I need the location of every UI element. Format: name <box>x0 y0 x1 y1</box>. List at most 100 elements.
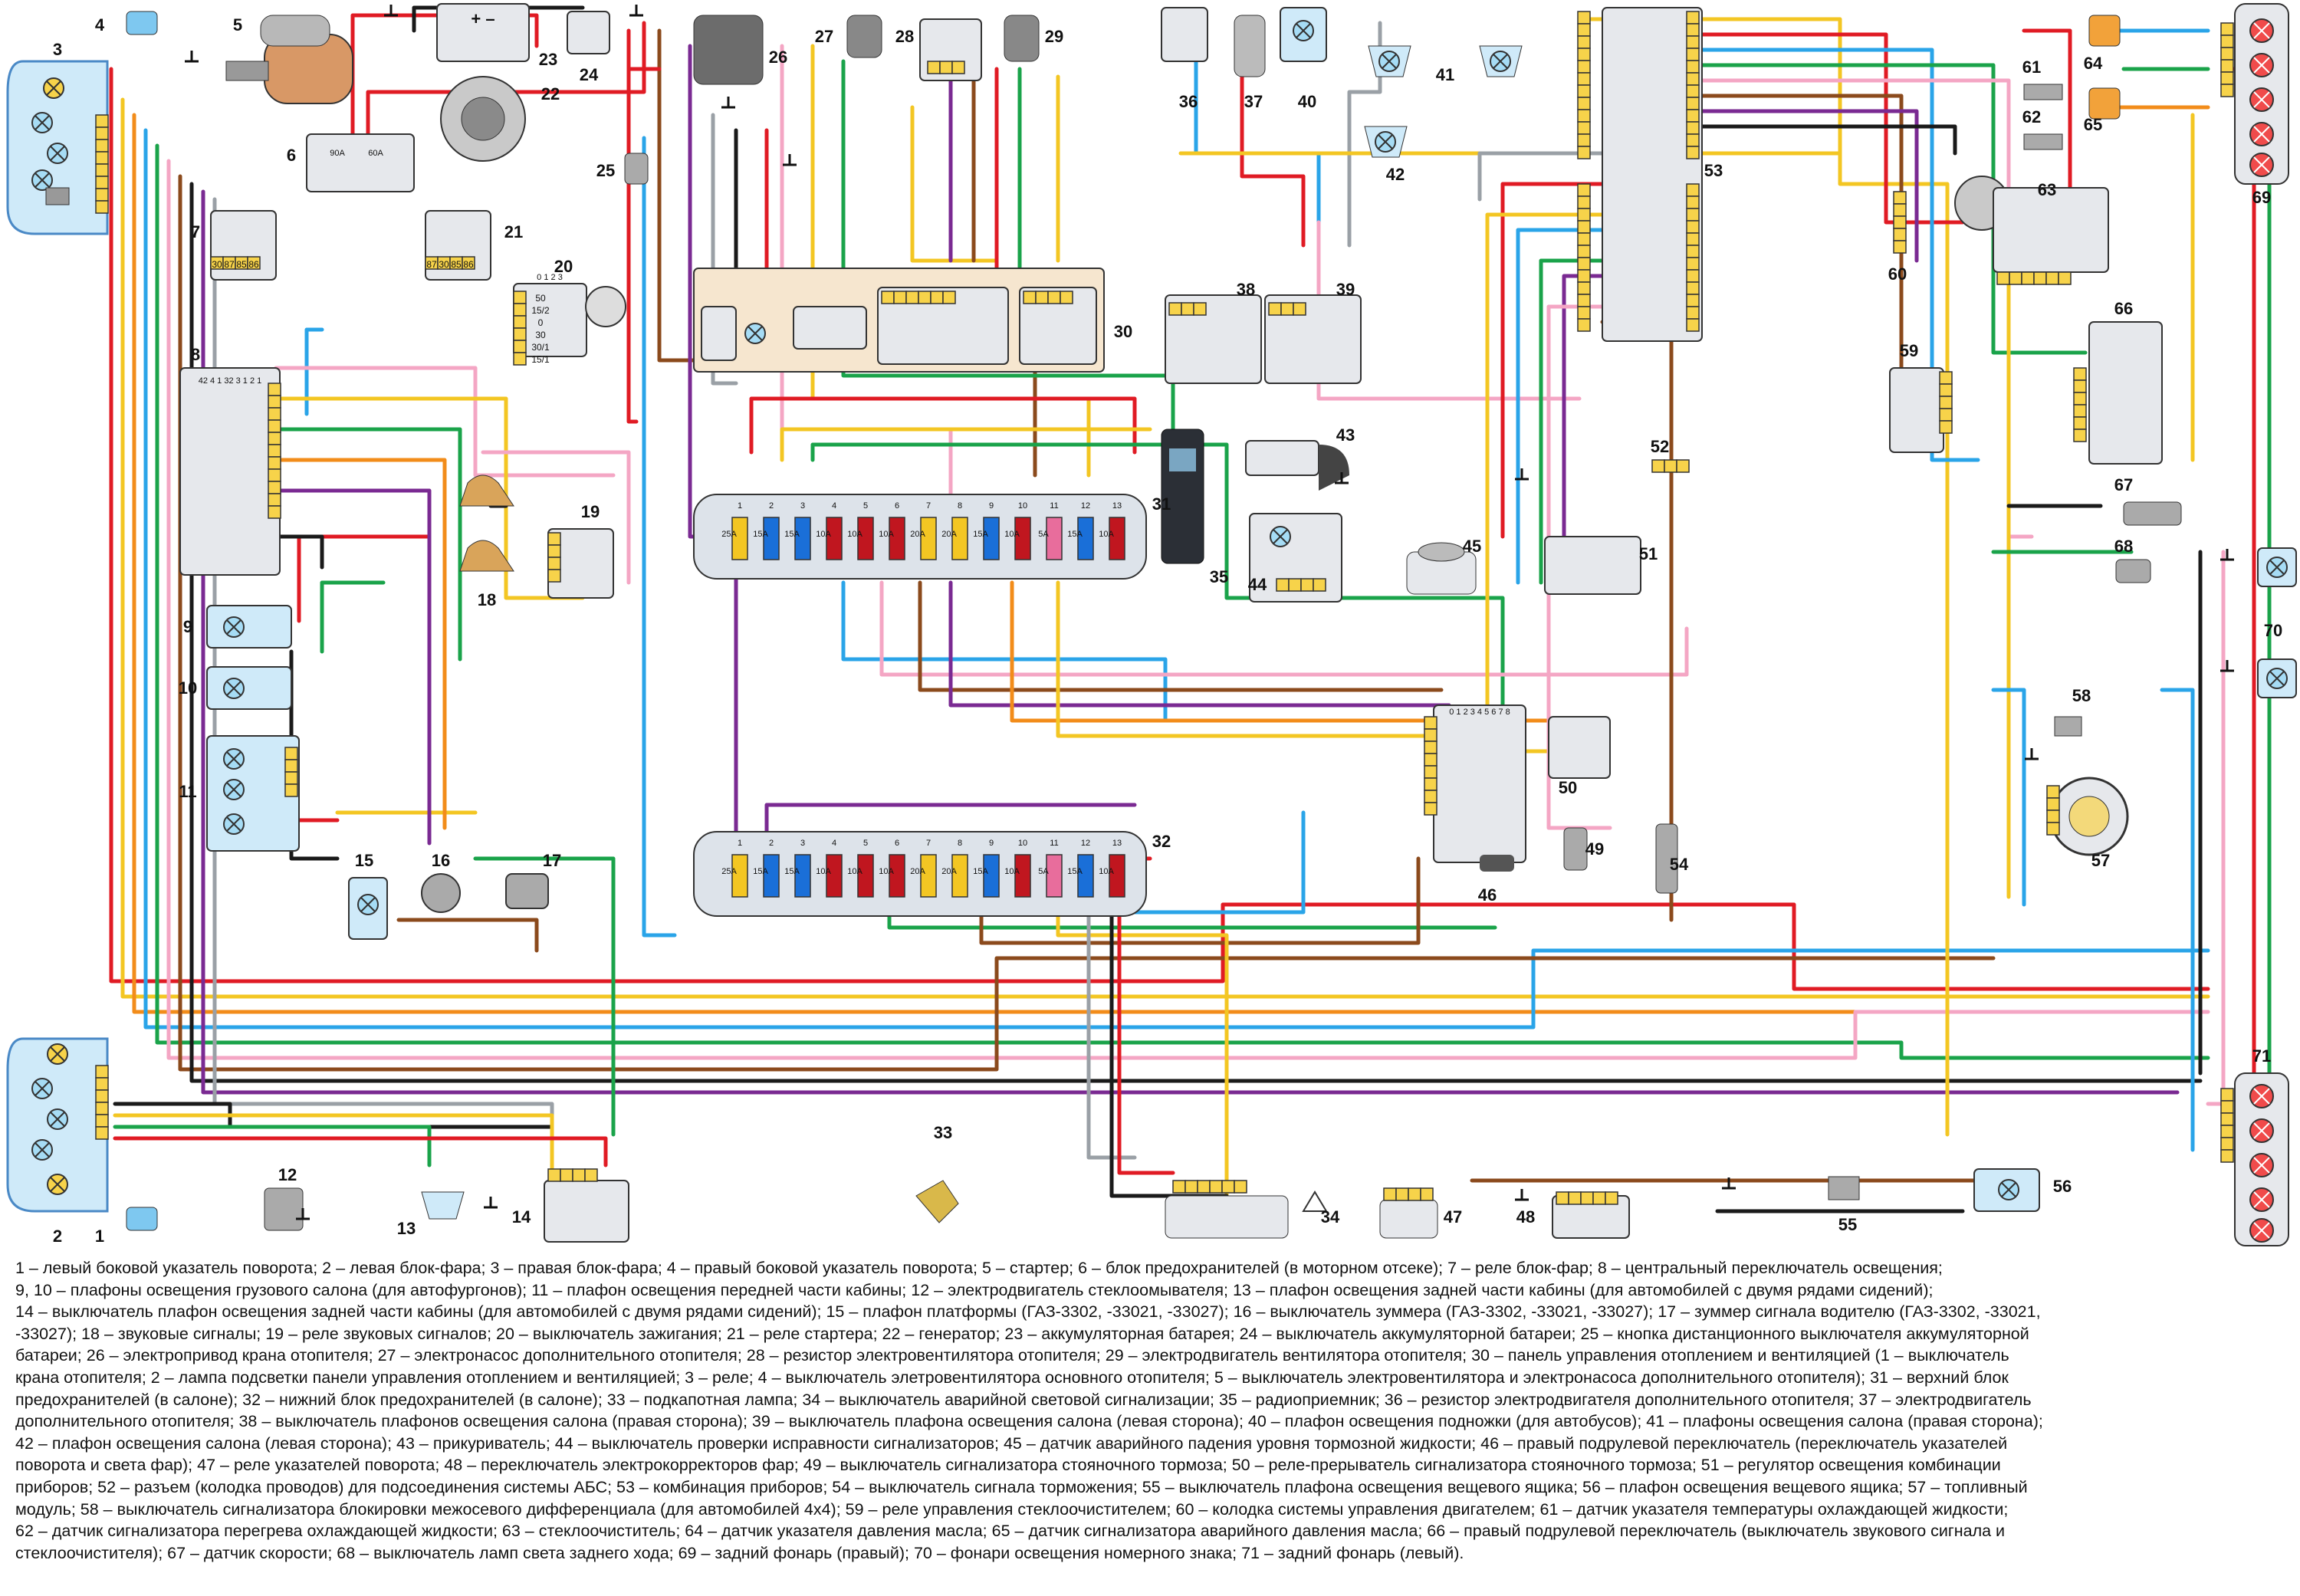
component-number-57: 57 <box>2091 851 2110 870</box>
connector-pin <box>1686 11 1700 25</box>
park-relay-50 <box>1548 716 1611 779</box>
component-number-15: 15 <box>355 851 373 870</box>
component-number-37: 37 <box>1244 92 1263 111</box>
fuse-number: 11 <box>1050 839 1058 848</box>
connector-pin <box>2220 22 2234 36</box>
wire-red <box>2221 67 2256 1098</box>
component-number-21: 21 <box>504 222 523 241</box>
relay-21-pin: 87 <box>426 259 437 270</box>
switch-39 <box>1264 294 1362 384</box>
fuse-number: 5 <box>863 839 868 848</box>
fuse <box>763 517 780 560</box>
fuse <box>951 517 968 560</box>
switch-pin <box>268 407 281 421</box>
fuse-rating: 20A <box>941 867 957 876</box>
lamp-icon <box>223 813 245 835</box>
connector-pin <box>1577 60 1591 74</box>
connector-pin <box>1686 232 1700 246</box>
lamp-icon <box>43 77 64 99</box>
connector-pin <box>2220 1112 2234 1126</box>
glovebox-switch-55 <box>1828 1176 1860 1200</box>
lamp-icon <box>47 1108 68 1130</box>
oil-pressure-sensor-64 <box>2088 15 2121 47</box>
fuse <box>857 854 874 898</box>
connector-pin <box>1193 302 1207 316</box>
switch-38 <box>1165 294 1262 384</box>
connector-pin <box>939 61 953 74</box>
component-number-49: 49 <box>1585 839 1604 859</box>
relay-7-pin: 85 <box>236 259 247 270</box>
connector-pin <box>2046 797 2060 811</box>
horn-18b <box>459 540 514 572</box>
battery-23 <box>436 3 530 62</box>
ignition-pin <box>513 303 527 317</box>
connector-pin <box>1577 318 1591 332</box>
wire-blue <box>2160 688 2195 1152</box>
wire-blue <box>1684 48 1980 462</box>
fuse-rating: 10A <box>879 867 894 876</box>
ignition-pin-label: 15/2 <box>531 305 550 316</box>
wire-black <box>274 534 324 570</box>
connector-pin <box>1577 121 1591 135</box>
connector-pin <box>95 151 109 165</box>
lamp-icon <box>2249 1218 2274 1243</box>
wire-brown <box>396 918 539 953</box>
legend-line: батареи; 26 – электропривод крана отопит… <box>15 1346 2009 1365</box>
connector-pin <box>1686 121 1700 135</box>
connector-pin <box>1577 72 1591 86</box>
component-number-35: 35 <box>1210 567 1228 586</box>
connector-pin <box>1577 133 1591 147</box>
turn-relay-47 <box>1379 1199 1438 1239</box>
connector-pin <box>1383 1187 1397 1201</box>
fuse <box>920 854 937 898</box>
fuse-rating: 15A <box>753 867 768 876</box>
component-number-1: 1 <box>95 1227 104 1246</box>
wire-red <box>749 396 1137 455</box>
fuse <box>1109 517 1125 560</box>
fuse-number: 12 <box>1081 501 1090 511</box>
component-number-53: 53 <box>1704 161 1723 180</box>
wire-layer <box>109 5 2272 1213</box>
connector-pin <box>1686 257 1700 271</box>
lamp-icon <box>2249 1084 2274 1108</box>
fuse-rating: 25A <box>721 867 737 876</box>
connector-pin <box>1577 146 1591 159</box>
relay-pin <box>547 532 561 546</box>
lamp-icon <box>2249 87 2274 112</box>
lamp-icon <box>2249 153 2274 177</box>
fuse-rating: 15A <box>1067 867 1083 876</box>
component-number-4: 4 <box>95 15 105 34</box>
component-number-28: 28 <box>895 27 914 46</box>
wire-red <box>1240 74 1306 248</box>
lamp-icon <box>31 1078 53 1099</box>
fuse-rating: 15A <box>784 530 800 539</box>
connector-pin <box>1172 1180 1186 1194</box>
fuse <box>794 854 811 898</box>
wire-red <box>113 1136 608 1167</box>
hazard-icon <box>1302 1190 1328 1212</box>
fuse-rating: 20A <box>910 530 925 539</box>
connector-pin <box>2220 34 2234 48</box>
connector-pin <box>95 163 109 177</box>
lamp-icon <box>31 169 53 191</box>
fuse-6-rating: 60A <box>368 149 383 158</box>
lamp-icon <box>1375 131 1396 153</box>
starter-pinion <box>225 61 269 81</box>
switch-pin <box>268 419 281 433</box>
connector-pin <box>1686 245 1700 258</box>
connector-pin <box>1293 302 1306 316</box>
connector-pin <box>1686 23 1700 37</box>
component-number-27: 27 <box>815 27 833 46</box>
fuse <box>1077 854 1094 898</box>
connector-pin <box>1568 1191 1582 1205</box>
connector-pin <box>1420 1187 1434 1201</box>
wire-grey <box>1477 151 1605 202</box>
wiper-block-63 <box>1993 187 2109 273</box>
connector-pin <box>2033 271 2047 285</box>
wire-black <box>289 649 340 861</box>
wire-blue <box>1194 44 1321 294</box>
wire-green <box>274 427 462 662</box>
wire-red <box>626 67 662 133</box>
connector-pin <box>1592 1191 1606 1205</box>
component-number-39: 39 <box>1336 280 1355 299</box>
